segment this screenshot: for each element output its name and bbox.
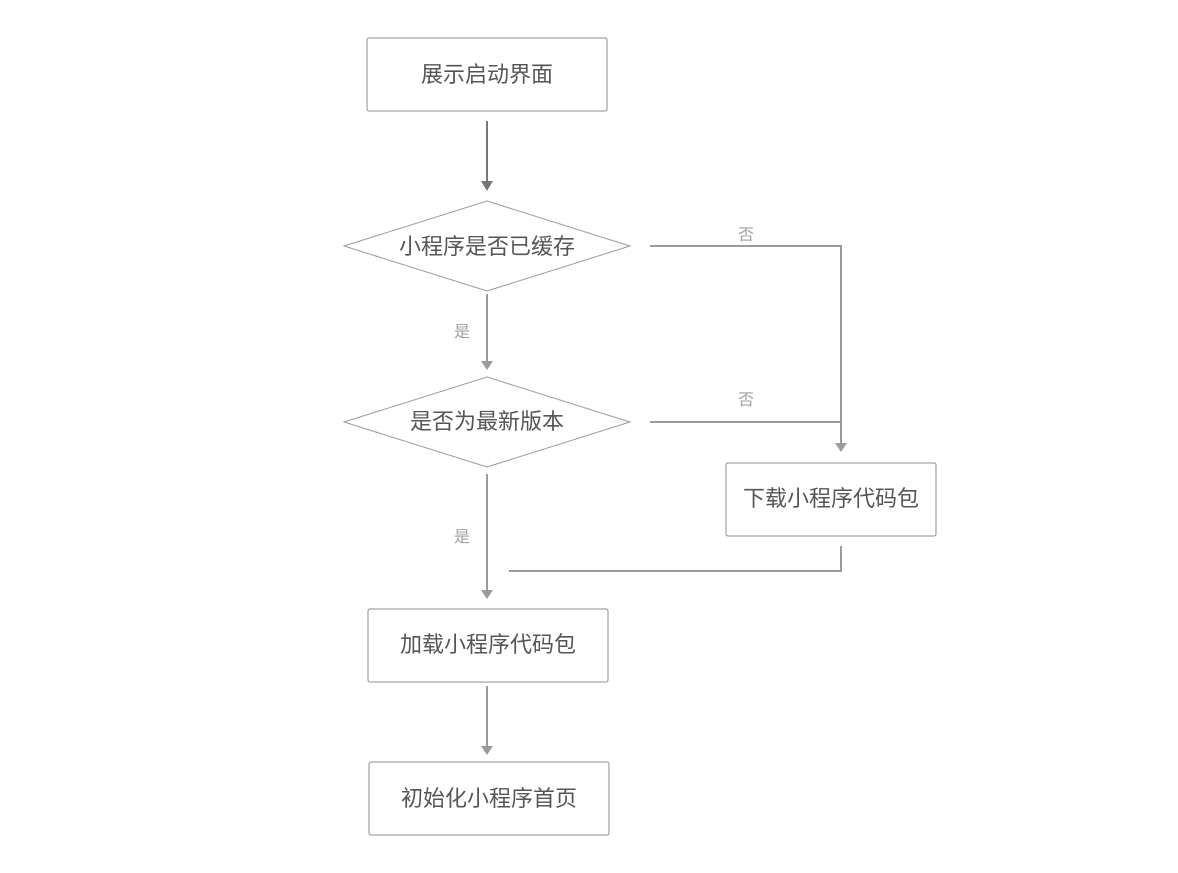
edge-cached-yes-label: 是 (454, 322, 470, 341)
node-init-home-label: 初始化小程序首页 (401, 787, 577, 812)
decision-is-cached: 小程序是否已缓存 (342, 200, 632, 292)
edge-latest-no: 否 (650, 390, 841, 423)
edge-download-to-load (509, 546, 842, 572)
node-download-package: 下载小程序代码包 (725, 462, 937, 537)
node-show-splash: 展示启动界面 (366, 37, 608, 112)
edge-cached-yes: 是 (454, 294, 493, 370)
decision-is-latest-label: 是否为最新版本 (410, 410, 564, 435)
edge-cached-no-label: 否 (738, 225, 754, 244)
node-load-package-label: 加载小程序代码包 (400, 633, 576, 658)
edge-splash-to-cached (481, 121, 493, 191)
edge-latest-yes-label: 是 (454, 527, 470, 546)
edge-latest-yes: 是 (454, 474, 493, 599)
node-show-splash-label: 展示启动界面 (421, 63, 553, 88)
decision-is-latest: 是否为最新版本 (342, 376, 632, 468)
edge-latest-no-label: 否 (738, 390, 754, 409)
edge-load-to-init (481, 686, 493, 755)
node-download-package-label: 下载小程序代码包 (743, 487, 919, 512)
edge-cached-no: 否 (650, 225, 847, 452)
node-load-package: 加载小程序代码包 (367, 608, 609, 683)
node-init-home: 初始化小程序首页 (368, 761, 610, 836)
decision-is-cached-label: 小程序是否已缓存 (399, 235, 575, 260)
